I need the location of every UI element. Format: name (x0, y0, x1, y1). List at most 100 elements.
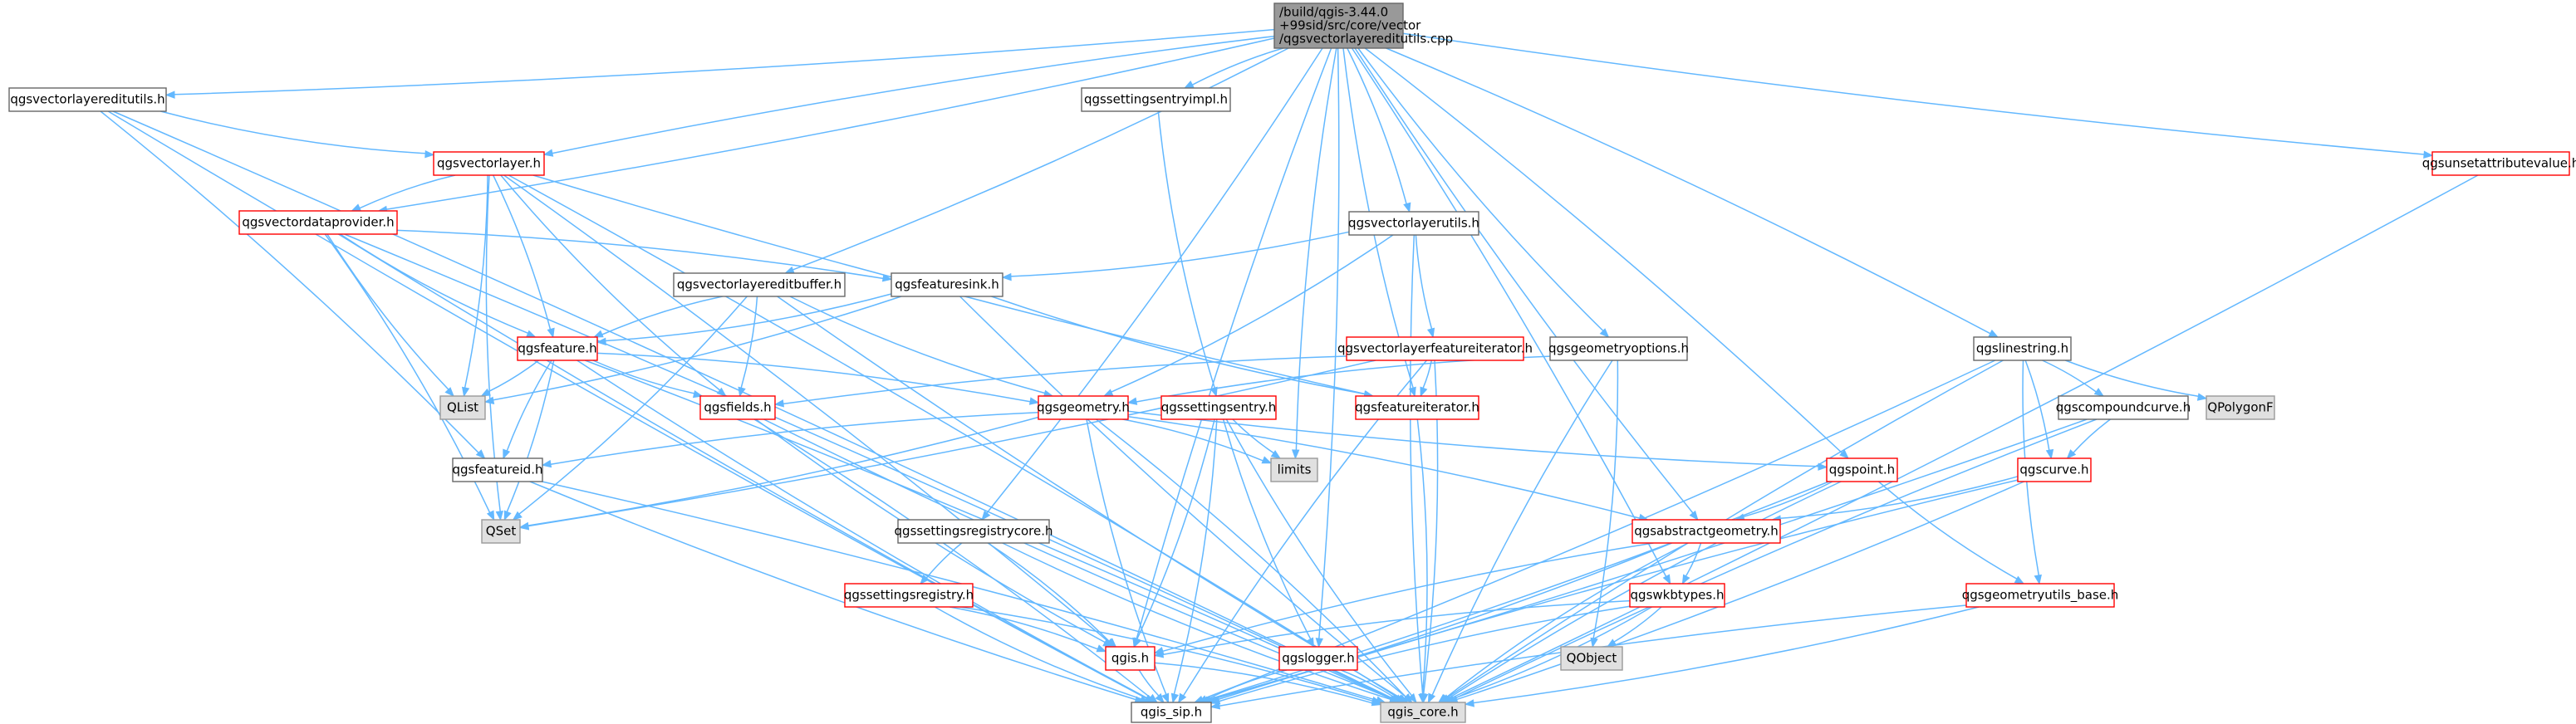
edge-qgsvectorlayer_h-to-qgis_h (503, 174, 1116, 648)
edge-arrowhead (1153, 650, 1165, 658)
edge-arrowhead (2034, 574, 2042, 585)
node-qgsunsetattributevalue-h[interactable]: qgsunsetattributevalue.h (2422, 151, 2576, 176)
edge-line (959, 606, 1373, 702)
node-qgssettingsregistry-h[interactable]: qgssettingsregistry.h (844, 583, 974, 608)
node-label: qgsvectorlayereditutils.h (10, 92, 164, 107)
node-limits[interactable]: limits (1270, 457, 1318, 482)
edge-qgssettingsentry_h-to-qgslogger_h (1222, 418, 1315, 648)
node-qgsfeatureiterator-h[interactable]: qgsfeatureiterator.h (1355, 395, 1479, 420)
edge-arrowhead (1106, 638, 1117, 648)
node-qgsvectorlayereditutils-h[interactable]: qgsvectorlayereditutils.h (8, 87, 167, 112)
edge-arrowhead (512, 511, 523, 521)
edge-line (1364, 47, 1842, 454)
node-qgsfeature-h[interactable]: qgsfeature.h (517, 336, 598, 361)
node-qgsfeatureid-h[interactable]: qgsfeatureid.h (452, 457, 543, 482)
node-label: qgsfields.h (704, 400, 771, 415)
edge-qgssettingsentry_h-to-qgis_core_h (1225, 418, 1417, 704)
node-qgsgeometryutils-base-h[interactable]: qgsgeometryutils_base.h (1962, 583, 2119, 608)
node-qgis-core-h[interactable]: qgis_core.h (1380, 702, 1466, 723)
node-box (481, 519, 521, 544)
node-qgsfields-h[interactable]: qgsfields.h (699, 395, 776, 420)
node-box (433, 151, 545, 176)
edge-qgsabstractgeometry_h-to-qgswkbtypes_h (1681, 542, 1702, 585)
node-label: qgsabstractgeometry.h (1634, 524, 1779, 539)
edge-line (1451, 606, 1652, 700)
node-qgssettingsentryimpl-h[interactable]: qgssettingsentryimpl.h (1081, 87, 1231, 112)
edge-arrowhead (881, 273, 893, 282)
edge-arrowhead (495, 511, 503, 521)
node-label: qgsvectorlayer.h (437, 156, 541, 171)
edge-root-to-qgspoint_h (1364, 47, 1849, 459)
edge-line (987, 542, 1111, 643)
node-box (1105, 646, 1156, 671)
node-qgsabstractgeometry-h[interactable]: qgsabstractgeometry.h (1631, 519, 1781, 544)
edge-root-to-qgswkbtypes_h (1351, 47, 1671, 585)
node-qgsvectordataprovider-h[interactable]: qgsvectordataprovider.h (238, 210, 398, 235)
edge-arrowhead (2423, 150, 2434, 159)
node-label: qgsfeatureid.h (453, 462, 543, 477)
edge-line (1127, 410, 1819, 467)
edge-qgsunsetattributevalue_h-to-qgis_core_h (1441, 174, 2479, 703)
edge-arrowhead (1426, 327, 1435, 339)
node-qgspoint-h[interactable]: qgspoint.h (1826, 457, 1898, 482)
node-QObject[interactable]: QObject (1560, 646, 1623, 671)
edge-arrowhead (1170, 692, 1180, 704)
node-qgswkbtypes-h[interactable]: qgswkbtypes.h (1629, 583, 1725, 608)
edge-qgsvectorlayerfeatureiterator_h-to-qgsfields_h (773, 355, 1347, 408)
node-QSet[interactable]: QSet (481, 519, 521, 544)
node-qgssettingsentry-h[interactable]: qgssettingsentry.h (1160, 395, 1277, 420)
node-label: qgis.h (1111, 651, 1149, 666)
node-qgssettingsregistrycore-h[interactable]: qgssettingsregistrycore.h (895, 519, 1053, 544)
edge-line (1340, 669, 1397, 700)
edge-line (1743, 481, 1833, 518)
edge-arrowhead (1599, 328, 1610, 338)
node-qgis-sip-h[interactable]: qgis_sip.h (1131, 702, 1212, 723)
edge-root-to-qgsvectorlayereditutils_h (164, 28, 1275, 99)
edge-line (506, 360, 555, 512)
edge-arrowhead (503, 448, 511, 460)
edge-qgsgeometry_h-to-limits (1122, 418, 1273, 464)
edge-line (1219, 605, 1631, 702)
edge-qgsvectorlayerutils_h-to-qgsgeometry_h (1102, 234, 1394, 397)
node-qgsvectorlayer-h[interactable]: qgsvectorlayer.h (433, 151, 545, 176)
node-qgsgeometryoptions-h[interactable]: qgsgeometryoptions.h (1548, 336, 1689, 361)
edge-qgsvectorlayereditutils_h-to-qgis_sip_h (107, 110, 1156, 703)
node-box (897, 519, 1050, 544)
node-QList[interactable]: QList (439, 395, 486, 420)
edge-qgssettingsentry_h-to-qgis_sip_h (1170, 418, 1218, 704)
node-qgscompoundcurve-h[interactable]: qgscompoundcurve.h (2056, 395, 2191, 420)
edge-line (493, 174, 552, 330)
node-qgslogger-h[interactable]: qgslogger.h (1278, 646, 1358, 671)
node-qgsvectorlayerfeatureiterator-h[interactable]: qgsvectorlayerfeatureiterator.h (1337, 336, 1533, 361)
node-qgscurve-h[interactable]: qgscurve.h (2017, 457, 2092, 482)
edge-line (783, 355, 1347, 405)
edge-line (1347, 47, 1407, 204)
node-label: limits (1278, 462, 1312, 477)
node-qgsvectorlayereditbuffer-h[interactable]: qgsvectorlayereditbuffer.h (673, 272, 846, 297)
node-qgsvectorlayerutils-h[interactable]: qgsvectorlayerutils.h (1348, 211, 1479, 236)
edge-line (2042, 360, 2097, 393)
node-box (844, 583, 974, 608)
edge-arrowhead (542, 149, 554, 157)
edge-arrowhead (525, 330, 537, 338)
node-qgis-h[interactable]: qgis.h (1105, 646, 1156, 671)
edge-line (1357, 47, 1604, 331)
node-qgsfeaturesink-h[interactable]: qgsfeaturesink.h (891, 272, 1003, 297)
edge-arrowhead (351, 203, 362, 212)
node-root: /build/qgis-3.44.0+99sid/src/core/vector… (1273, 2, 1453, 49)
node-box (1549, 336, 1688, 361)
node-qgslinestring-h[interactable]: qgslinestring.h (1973, 336, 2072, 361)
edge-line (338, 233, 1147, 699)
edge-root-to-qgsvectorlayerutils_h (1347, 47, 1411, 213)
edge-line (493, 296, 902, 401)
node-box (1355, 395, 1479, 420)
node-label: +99sid/src/core/vector (1279, 18, 1421, 33)
edge-line (396, 229, 884, 280)
edge-arrowhead (1394, 694, 1405, 703)
edge-line (1225, 418, 1412, 697)
node-QPolygonF[interactable]: QPolygonF (2206, 395, 2275, 420)
edge-arrowhead (1001, 272, 1012, 281)
node-qgsgeometry-h[interactable]: qgsgeometry.h (1037, 395, 1130, 420)
edge-line (1207, 481, 1829, 701)
edge-arrowhead (1818, 462, 1828, 471)
